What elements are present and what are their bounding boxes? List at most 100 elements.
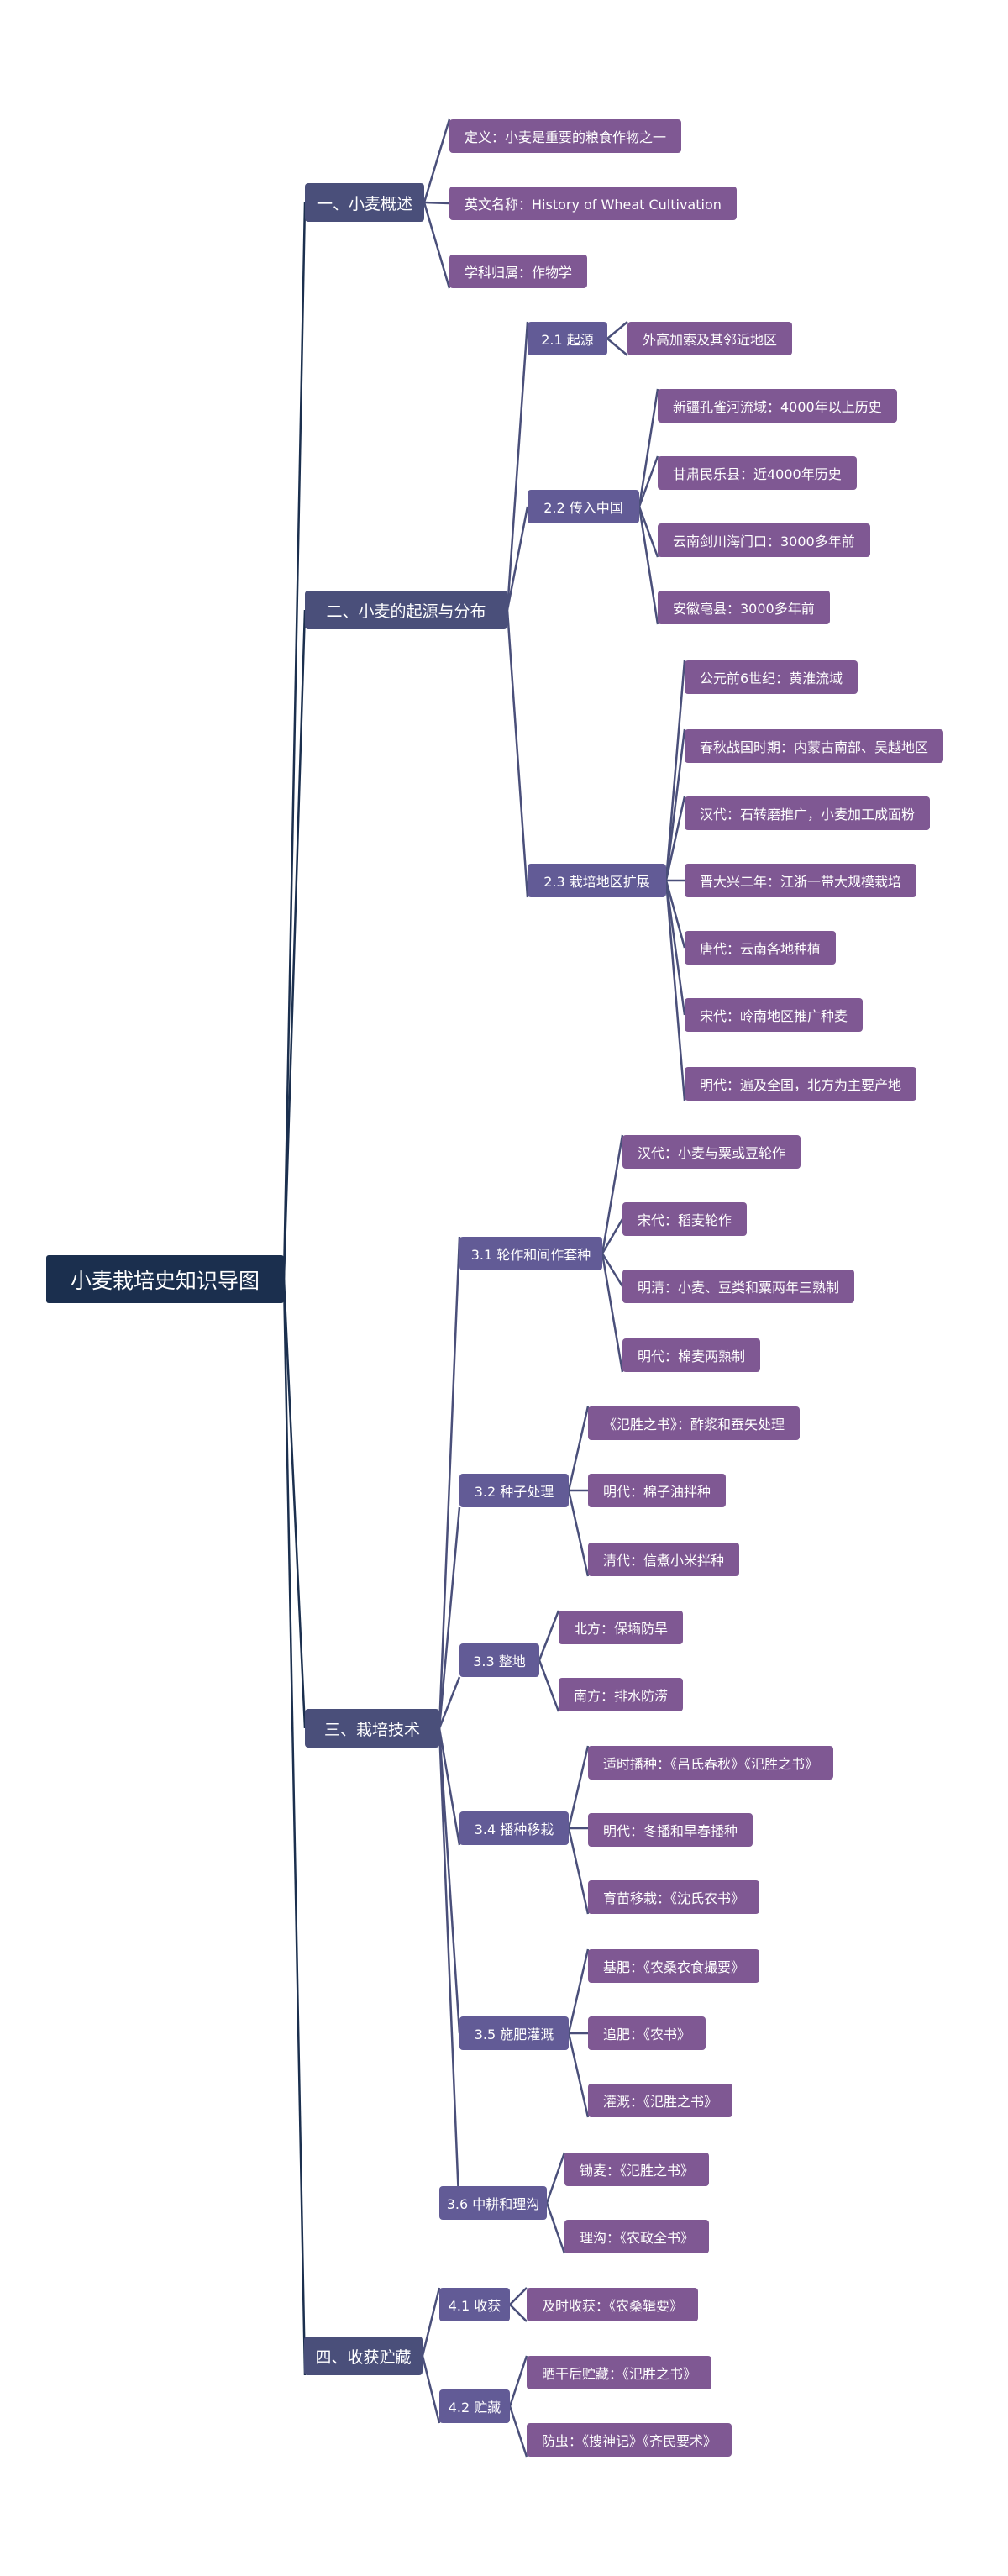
leaf[interactable]: 宋代：岭南地区推广种麦 [685, 998, 864, 1032]
leaf[interactable]: 理沟：《农政全书》 [564, 2220, 710, 2253]
leaf-label: 南方：排水防涝 [574, 1688, 669, 1704]
leaf[interactable]: 安徽亳县：3000多年前 [658, 591, 830, 624]
leaf-definition[interactable]: 定义：小麦是重要的粮食作物之一 [449, 119, 682, 153]
leaf[interactable]: 锄麦：《氾胜之书》 [564, 2153, 710, 2186]
leaf[interactable]: 明代：冬播和早春播种 [588, 1813, 753, 1847]
leaf-label: 汉代：小麦与粟或豆轮作 [638, 1145, 786, 1161]
trunk-connectors [282, 202, 307, 2376]
subsection-3-4[interactable]: 3.4 播种移栽 [459, 1811, 569, 1845]
leaf-label: 汉代：石转磨推广，小麦加工成面粉 [700, 807, 916, 823]
leaf[interactable]: 明代：遍及全国，北方为主要产地 [685, 1067, 917, 1101]
subsection-2-3[interactable]: 2.3 栽培地区扩展 [528, 864, 666, 897]
subsection-label: 2.1 起源 [541, 332, 594, 348]
leaf-label: 明代：棉麦两熟制 [638, 1348, 746, 1364]
branch-connectors [421, 118, 686, 2458]
section-overview[interactable]: 一、小麦概述 [305, 183, 424, 222]
root-node[interactable]: 小麦栽培史知识导图 [46, 1255, 284, 1303]
leaf-english-name[interactable]: 英文名称：History of Wheat Cultivation [449, 187, 737, 220]
section-harvest-storage[interactable]: 四、收获贮藏 [304, 2337, 423, 2375]
subsection-label: 4.2 贮藏 [448, 2400, 501, 2416]
leaf-label: 基肥：《农桑衣食撮要》 [603, 1959, 745, 1975]
leaf-label: 甘肃民乐县：近4000年历史 [673, 466, 842, 482]
leaf[interactable]: 汉代：石转磨推广，小麦加工成面粉 [685, 796, 931, 830]
leaf[interactable]: 明清：小麦、豆类和粟两年三熟制 [622, 1270, 855, 1303]
leaf[interactable]: 春秋战国时期：内蒙古南部、吴越地区 [685, 729, 944, 763]
subsection-4-1[interactable]: 4.1 收获 [439, 2288, 510, 2321]
leaf-label: 理沟：《农政全书》 [580, 2230, 695, 2246]
leaf-label: 公元前6世纪：黄淮流域 [700, 670, 843, 686]
section-label: 一、小麦概述 [317, 194, 413, 213]
leaf[interactable]: 云南剑川海门口：3000多年前 [658, 523, 870, 557]
section-label: 三、栽培技术 [323, 1720, 420, 1739]
leaf-label: 春秋战国时期：内蒙古南部、吴越地区 [700, 739, 929, 755]
leaf[interactable]: 明代：棉子油拌种 [588, 1474, 727, 1507]
leaf[interactable]: 南方：排水防涝 [559, 1678, 684, 1711]
leaf[interactable]: 追肥：《农书》 [588, 2016, 706, 2050]
subsection-label: 3.2 种子处理 [474, 1484, 554, 1500]
subsection-2-2[interactable]: 2.2 传入中国 [528, 490, 639, 523]
subsection-label: 3.3 整地 [473, 1653, 526, 1669]
leaf-label: 明代：冬播和早春播种 [603, 1823, 738, 1839]
leaf-label: 晒干后贮藏：《氾胜之书》 [542, 2366, 697, 2382]
subsection-label: 2.3 栽培地区扩展 [543, 874, 650, 890]
leaf-label: 晋大兴二年：江浙一带大规模栽培 [700, 874, 902, 890]
subsection-3-1[interactable]: 3.1 轮作和间作套种 [459, 1237, 602, 1270]
section-label: 二、小麦的起源与分布 [326, 602, 486, 621]
leaf-label: 云南剑川海门口：3000多年前 [673, 534, 855, 549]
subsection-3-3[interactable]: 3.3 整地 [459, 1643, 539, 1677]
leaf-label: 明清：小麦、豆类和粟两年三熟制 [638, 1280, 840, 1296]
leaf[interactable]: 适时播种：《吕氏春秋》《氾胜之书》 [588, 1746, 834, 1780]
leaf-label: 及时收获：《农桑辑要》 [542, 2298, 684, 2314]
leaf-label: 防虫：《搜神记》《齐民要术》 [542, 2433, 717, 2449]
leaf-label: 追肥：《农书》 [603, 2027, 691, 2042]
subsection-3-5[interactable]: 3.5 施肥灌溉 [459, 2016, 569, 2050]
leaf[interactable]: 防虫：《搜神记》《齐民要术》 [527, 2423, 732, 2457]
leaf[interactable]: 基肥：《农桑衣食撮要》 [588, 1949, 760, 1983]
leaf[interactable]: 灌溉：《氾胜之书》 [588, 2084, 733, 2117]
leaf[interactable]: 公元前6世纪：黄淮流域 [685, 660, 858, 694]
subsection-label: 4.1 收获 [448, 2298, 501, 2314]
section-origin-distribution[interactable]: 二、小麦的起源与分布 [305, 591, 507, 629]
leaf[interactable]: 清代：信煮小米拌种 [588, 1543, 740, 1576]
leaf-label: 北方：保墒防旱 [574, 1621, 669, 1637]
leaf[interactable]: 甘肃民乐县：近4000年历史 [658, 456, 857, 490]
leaf-label: 清代：信煮小米拌种 [603, 1553, 725, 1569]
leaf-label: 宋代：稻麦轮作 [638, 1212, 732, 1228]
section-cultivation-techniques[interactable]: 三、栽培技术 [305, 1709, 439, 1748]
leaf[interactable]: 明代：棉麦两熟制 [622, 1338, 761, 1372]
leaf[interactable]: 唐代：云南各地种植 [685, 931, 837, 965]
leaf-label: 宋代：岭南地区推广种麦 [700, 1008, 848, 1024]
subsection-label: 2.2 传入中国 [543, 500, 623, 516]
leaf[interactable]: 宋代：稻麦轮作 [622, 1202, 748, 1236]
leaf[interactable]: 晋大兴二年：江浙一带大规模栽培 [685, 864, 917, 897]
leaf-label: 明代：棉子油拌种 [603, 1484, 711, 1500]
leaf-discipline[interactable]: 学科归属：作物学 [449, 255, 588, 288]
subsection-label: 3.5 施肥灌溉 [474, 2027, 554, 2042]
leaf[interactable]: 外高加索及其邻近地区 [627, 322, 793, 355]
leaf-label: 外高加索及其邻近地区 [643, 332, 778, 348]
leaf[interactable]: 北方：保墒防旱 [559, 1611, 684, 1644]
leaf-label: 《氾胜之书》：酢浆和蚕矢处理 [603, 1417, 785, 1433]
leaf-label: 英文名称：History of Wheat Cultivation [465, 197, 722, 213]
leaf[interactable]: 晒干后贮藏：《氾胜之书》 [527, 2356, 712, 2389]
subsection-label: 3.6 中耕和理沟 [446, 2196, 540, 2212]
leaf[interactable]: 汉代：小麦与粟或豆轮作 [622, 1135, 801, 1169]
leaf[interactable]: 《氾胜之书》：酢浆和蚕矢处理 [588, 1406, 801, 1440]
section-label: 四、收获贮藏 [315, 2347, 412, 2367]
leaf[interactable]: 育苗移栽：《沈氏农书》 [588, 1880, 760, 1914]
leaf-label: 灌溉：《氾胜之书》 [603, 2094, 718, 2110]
subsection-2-1[interactable]: 2.1 起源 [528, 322, 607, 355]
subsection-3-2[interactable]: 3.2 种子处理 [459, 1474, 569, 1507]
leaf-label: 新疆孔雀河流域：4000年以上历史 [673, 399, 882, 415]
leaf[interactable]: 新疆孔雀河流域：4000年以上历史 [658, 389, 897, 423]
leaf-label: 定义：小麦是重要的粮食作物之一 [465, 129, 667, 145]
leaf-label: 适时播种：《吕氏春秋》《氾胜之书》 [603, 1756, 819, 1772]
leaf-label: 明代：遍及全国，北方为主要产地 [700, 1077, 902, 1093]
subsection-4-2[interactable]: 4.2 贮藏 [439, 2389, 510, 2423]
leaf[interactable]: 及时收获：《农桑辑要》 [527, 2288, 699, 2321]
leaf-label: 锄麦：《氾胜之书》 [580, 2163, 695, 2179]
subsection-label: 3.4 播种移栽 [474, 1822, 554, 1837]
subsection-3-6[interactable]: 3.6 中耕和理沟 [439, 2186, 547, 2220]
